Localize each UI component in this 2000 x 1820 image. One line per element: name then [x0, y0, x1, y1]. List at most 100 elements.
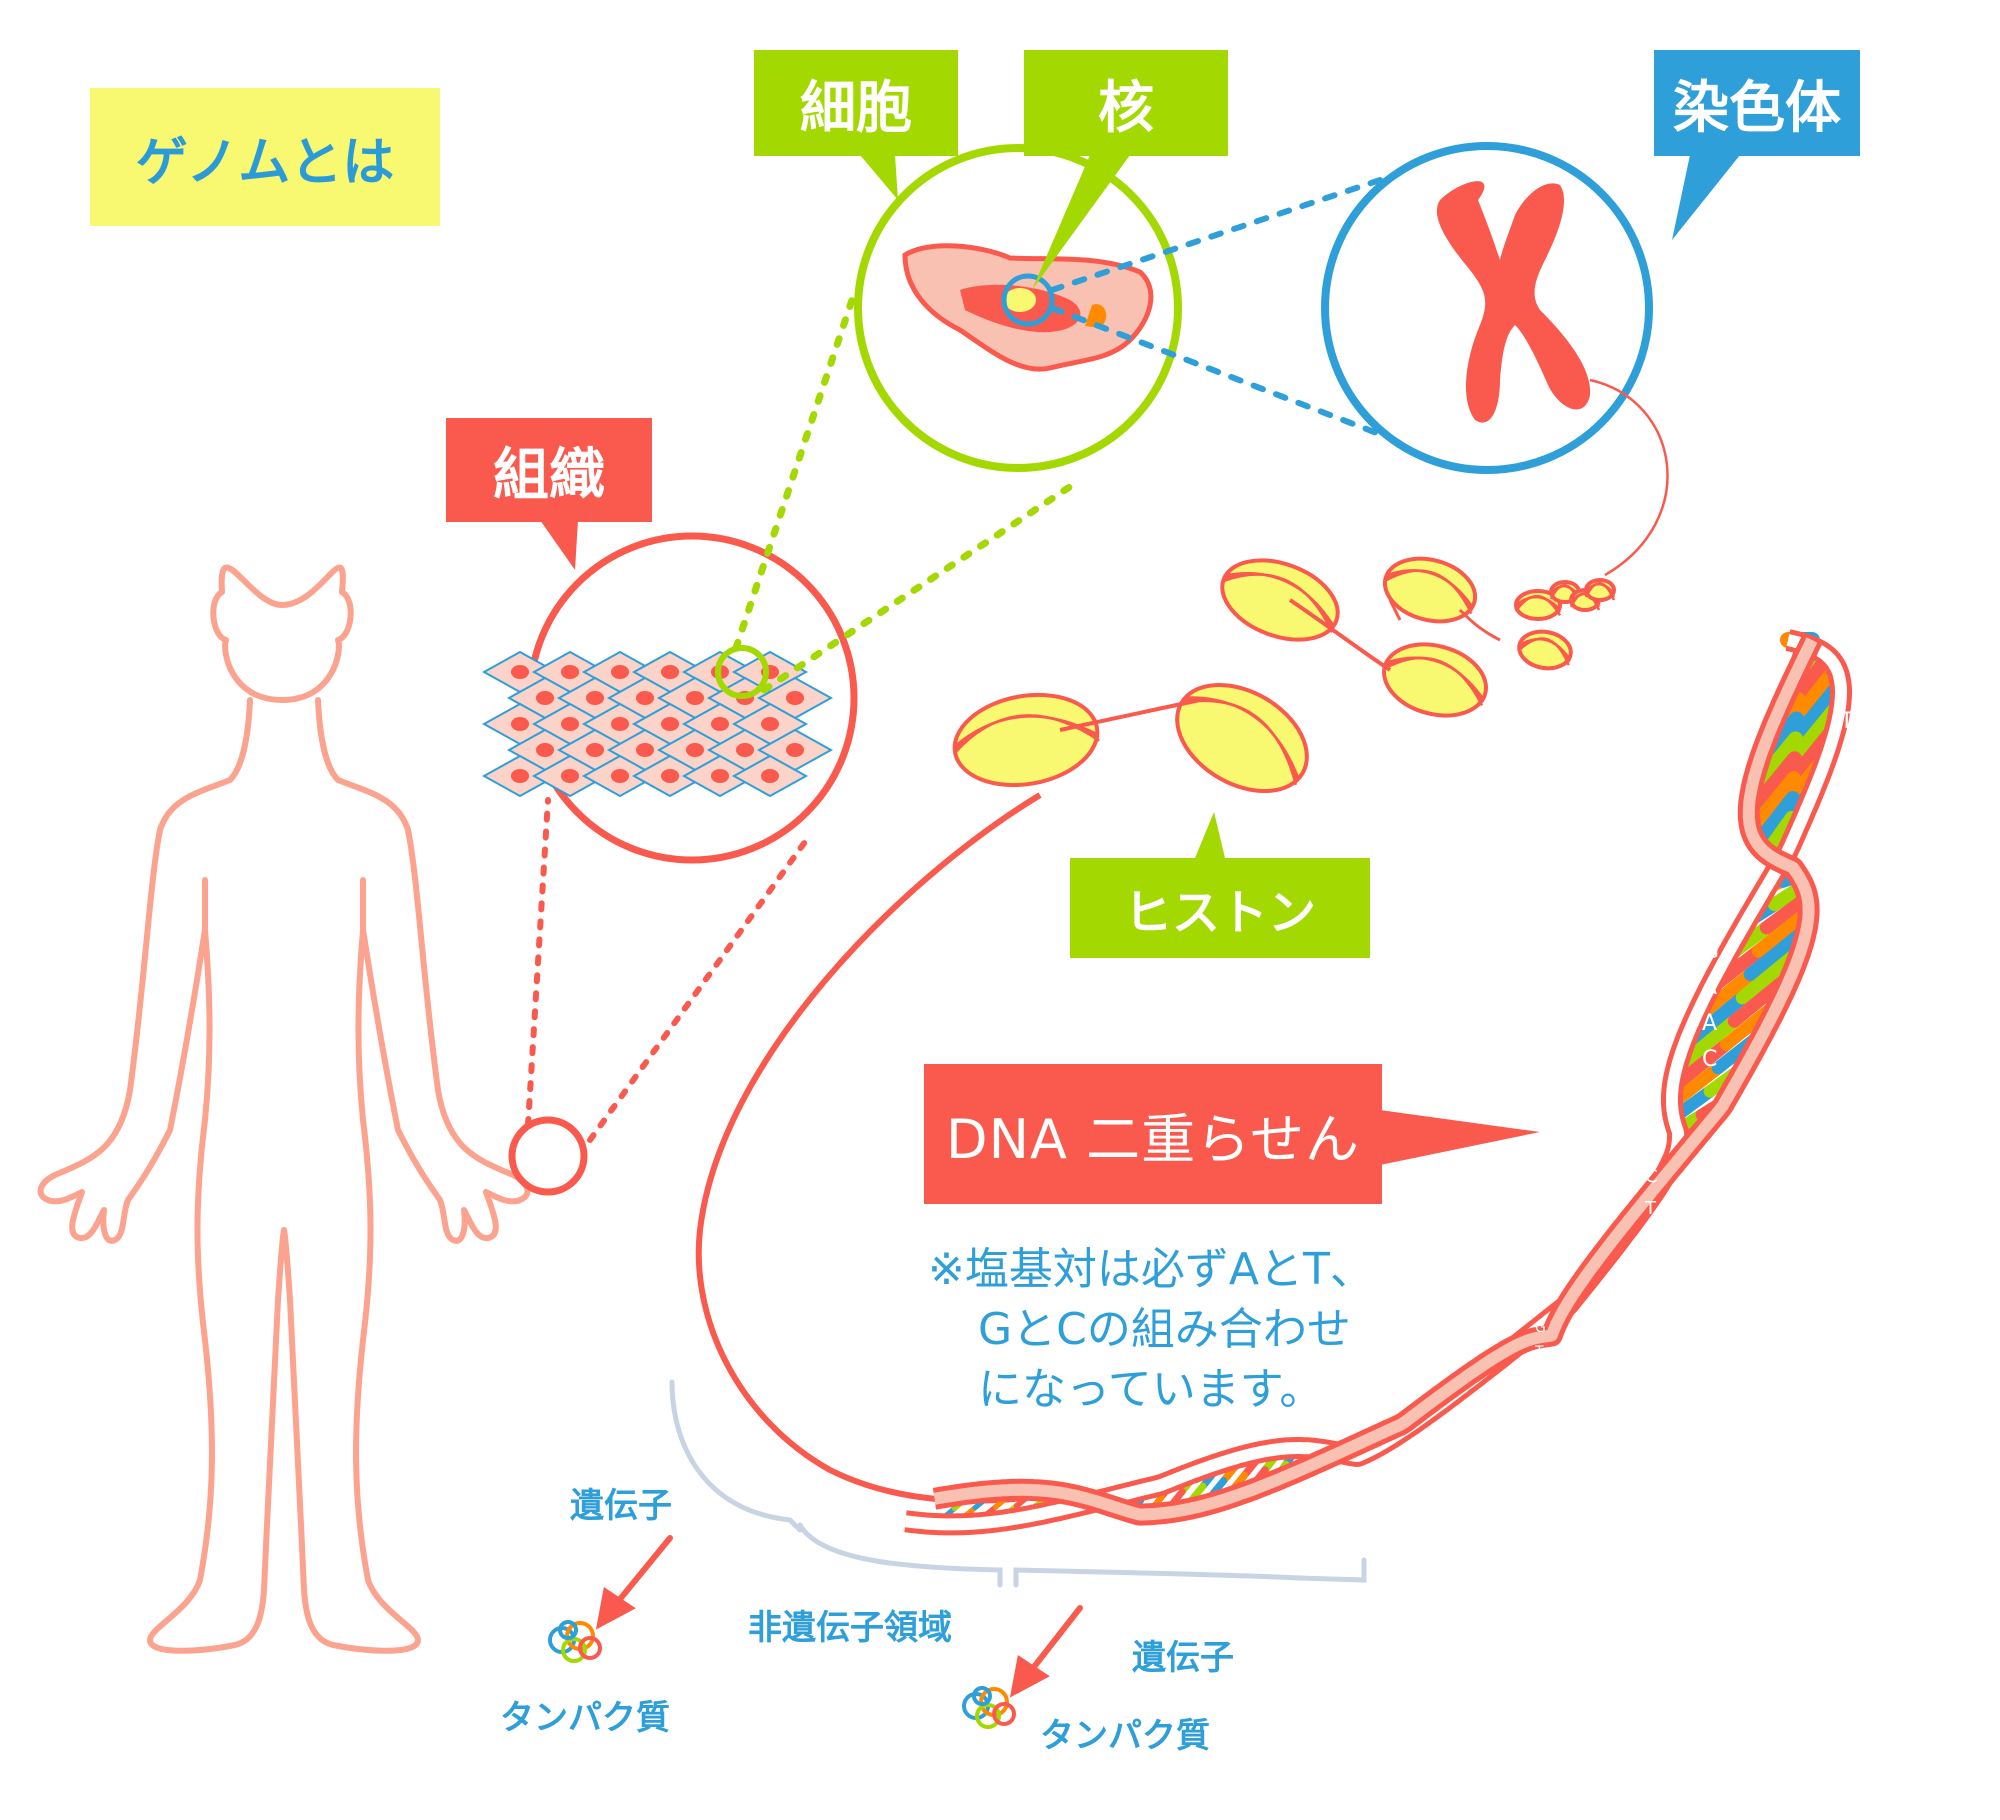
base-letter: G [1535, 1296, 1546, 1312]
tissue-cell-nucleus [511, 769, 529, 783]
protein-arrows [595, 1535, 1083, 1698]
tissue-cell-nucleus [511, 665, 529, 679]
tissue-cell-nucleus [661, 769, 679, 783]
histone-bead [952, 692, 1100, 788]
cell-label: 細胞 [754, 50, 958, 156]
histone-bead [1514, 589, 1562, 621]
page-title: ゲノムとは [90, 88, 440, 226]
dna-label-tail [1380, 1110, 1540, 1165]
base-letter: T [1534, 1344, 1544, 1360]
chromosome-zoom-lines [1049, 172, 1398, 443]
base-letter: A [1745, 1198, 1758, 1219]
nucleus-pointer [1032, 155, 1130, 290]
tissue-cell-nucleus [536, 691, 554, 705]
base-letter: C [1745, 1230, 1758, 1251]
histone-label: ヒストン [1070, 858, 1370, 958]
histone-bead [1382, 556, 1478, 624]
base-letter: T [1644, 1198, 1657, 1219]
note-line-2: GとCの組み合わせ [978, 1304, 1351, 1355]
tissue-cell-nucleus [611, 665, 629, 679]
protein-label-left: タンパク質 [500, 1698, 670, 1738]
base-letter: A [1702, 975, 1717, 1000]
tissue-cell-nucleus [586, 691, 604, 705]
chromosome-circle [1321, 142, 1653, 474]
chromatin-thread [1589, 378, 1669, 577]
tissue-zoom-lines [525, 797, 813, 1143]
protein-label-right: タンパク質 [1040, 1716, 1210, 1756]
tissue-cell-nucleus [711, 769, 729, 783]
wrist-marker [508, 1116, 588, 1196]
histone-bead [1175, 682, 1309, 794]
tissue-cell-nucleus [686, 743, 704, 757]
region-brackets [669, 1379, 1367, 1588]
base-letter: T [1744, 1134, 1757, 1155]
base-letter: C [1610, 1320, 1620, 1336]
base-letter: A [1702, 1011, 1717, 1036]
tissue-cell-nucleus [536, 743, 554, 757]
tissue-cell-nucleus [786, 691, 804, 705]
base-letter: G [1645, 1230, 1659, 1251]
base-letter: G [1702, 939, 1719, 964]
histone-bead [1584, 578, 1616, 602]
histone-beads [952, 556, 1616, 794]
base-letter: G [1825, 1047, 1842, 1072]
base-letter: G [1535, 1320, 1546, 1336]
tissue-cell-nucleus [636, 743, 654, 757]
base-letter: G [1745, 1166, 1759, 1187]
tissue-cell-nucleus [561, 665, 579, 679]
non-gene-region-label: 非遺伝子領域 [748, 1608, 952, 1648]
base-letter: G [1705, 781, 1722, 806]
tissue-cell-nucleus [561, 717, 579, 731]
base-letter: T [1839, 709, 1854, 734]
base-letter: T [1704, 745, 1719, 770]
histone-bead [1517, 629, 1573, 671]
cell-circle [854, 144, 1182, 472]
base-letter: A [1705, 709, 1720, 734]
tissue-label: 組織 [446, 418, 652, 522]
chromosome-label-tail [1672, 155, 1740, 240]
note-line-1: ※塩基対は必ずAとT、 [928, 1244, 1374, 1295]
base-letter: A [1610, 1368, 1620, 1384]
histone-bead [1220, 558, 1340, 642]
tissue-cell-nucleus [711, 717, 729, 731]
tissue-cell-grid [481, 650, 834, 798]
base-letter: C [1840, 781, 1855, 806]
dna-label: DNA 二重らせん [924, 1064, 1382, 1204]
base-letter: T [1824, 975, 1839, 1000]
base-letter: C [1610, 1296, 1620, 1312]
base-letter: T [1824, 1011, 1839, 1036]
base-letter: C [1610, 1344, 1620, 1360]
dna-strand-curve [695, 792, 1051, 1504]
tissue-cell-nucleus [761, 769, 779, 783]
base-letter: C [1825, 939, 1840, 964]
human-figure [37, 564, 531, 1654]
gene-label-left: 遺伝子 [570, 1486, 672, 1526]
tissue-circle [481, 532, 858, 864]
tissue-cell-nucleus [636, 691, 654, 705]
cell-label-tail [860, 155, 898, 200]
tissue-cell-nucleus [561, 769, 579, 783]
histone-label-tail [1195, 812, 1225, 858]
tissue-cell-nucleus [736, 743, 754, 757]
cell-zoom-lines [732, 296, 1084, 694]
tissue-cell-nucleus [611, 717, 629, 731]
base-letter: A [1535, 1368, 1545, 1384]
tissue-cell-nucleus [761, 717, 779, 731]
tissue-cell-nucleus [686, 691, 704, 705]
protein-blob-left [548, 1620, 602, 1663]
chromosome-label: 染色体 [1654, 50, 1860, 156]
base-letter: C [1645, 1166, 1658, 1187]
tissue-cell-nucleus [786, 743, 804, 757]
histone-bead [1382, 642, 1488, 718]
tissue-label-tail [540, 520, 578, 570]
tissue-cell-nucleus [511, 717, 529, 731]
gene-label-right: 遺伝子 [1132, 1638, 1234, 1678]
protein-blob-right [962, 1686, 1016, 1729]
base-letter: A [1840, 745, 1855, 770]
tissue-cell-nucleus [611, 769, 629, 783]
base-letter: C [1702, 1047, 1717, 1072]
tissue-cell-nucleus [586, 743, 604, 757]
